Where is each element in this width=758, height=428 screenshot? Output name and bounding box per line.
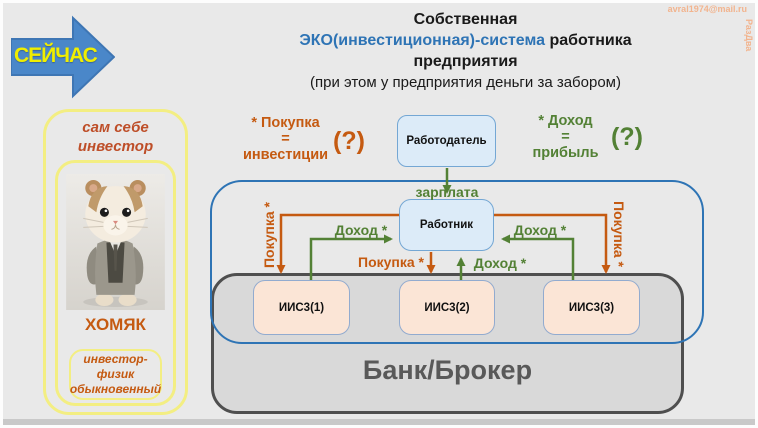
iis3-1-node: ИИС3(1) — [253, 280, 350, 335]
investor-panel-caption: сам себе инвестор — [77, 119, 154, 155]
income-annotation-line3: прибыль — [532, 145, 599, 161]
bank-broker-label: Банк/Брокер — [362, 355, 533, 385]
iis3-3-node: ИИС3(3) — [543, 280, 640, 335]
investor-card: ХОМЯК инвестор-физик обыкновенный — [55, 160, 176, 406]
investor-panel: сам себе инвестор — [43, 109, 188, 415]
now-label: СЕЙЧАС — [14, 44, 98, 67]
title-line1: Собственная — [413, 11, 518, 28]
investor-type-label: инвестор-физик обыкновенный — [69, 352, 162, 396]
title-line3: предприятия — [413, 53, 518, 70]
purchase-right-label: Покупка * — [611, 201, 627, 267]
purchase-question-mark: (?) — [333, 127, 365, 155]
worker-node: Работник — [399, 199, 494, 251]
purchase-left-label: Покупка * — [261, 202, 277, 268]
purchase-annotation-line1: * Покупка — [251, 115, 320, 131]
employer-node: Работодатель — [397, 115, 496, 167]
income-annotation: * Доход = прибыль — [523, 113, 608, 161]
watermark-email: avral1974@mail.ru — [667, 4, 747, 14]
watermark-vertical: РазДва — [744, 19, 754, 52]
income-mid-label: Доход * — [473, 255, 527, 271]
title-line2-rest: работника — [545, 32, 632, 49]
purchase-mid-label: Покупка * — [358, 254, 424, 270]
purchase-annotation: * Покупка = инвестиции — [228, 115, 343, 163]
title-line2: ЭКО(инвестиционная)-система работника — [193, 30, 738, 51]
purchase-annotation-line2: = — [281, 131, 290, 147]
title-subtitle: (при этом у предприятия деньги за заборо… — [309, 74, 621, 91]
salary-label: зарплата — [415, 184, 479, 200]
income-annotation-line1: * Доход — [538, 113, 593, 129]
now-block-arrow: СЕЙЧАС — [11, 15, 115, 99]
right-block-arrow-icon — [11, 15, 115, 99]
slide-title: Собственная ЭКО(инвестиционная)-система … — [193, 9, 738, 93]
purchase-annotation-line3: инвестиции — [242, 147, 329, 163]
income-annotation-line2: = — [561, 129, 570, 145]
iis3-2-node: ИИС3(2) — [399, 280, 495, 335]
income-question-mark: (?) — [611, 123, 643, 151]
income-left-label: Доход * — [334, 222, 388, 238]
title-line2-accent: ЭКО(инвестиционная)-система — [299, 32, 546, 49]
slide-bottom-edge — [3, 419, 755, 425]
eco-system-container — [210, 180, 704, 344]
hamster-photo — [66, 174, 165, 310]
hamster-label: ХОМЯК — [85, 315, 146, 334]
income-right-label: Доход * — [513, 222, 567, 238]
investor-type-box: инвестор-физик обыкновенный — [69, 349, 162, 400]
